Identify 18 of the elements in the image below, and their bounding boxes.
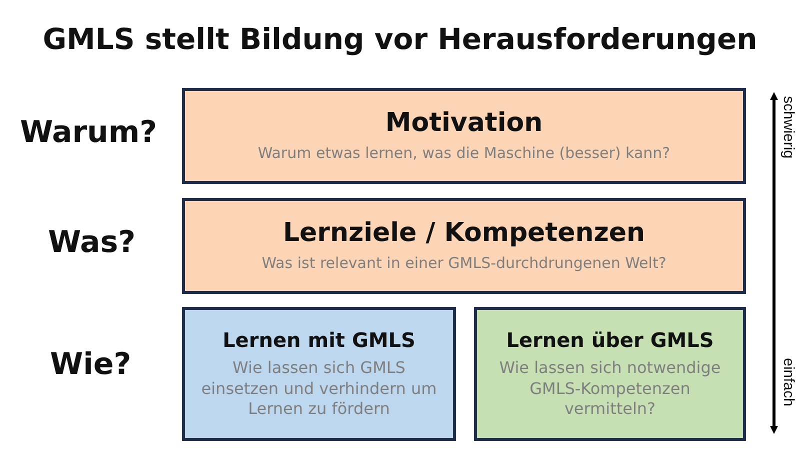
text-box [474, 307, 746, 441]
title: GMLS stellt Bildung vor Herausforderungen [42, 22, 758, 56]
box-description: Wie lassen sich notwendige GMLS-Kompetenzen vermitteln? [498, 358, 722, 420]
box-description: Was ist relevant in einer GMLS-durchdrungenen Welt? [262, 254, 666, 274]
scale-label: schwierig [780, 96, 797, 159]
box-heading: Lernen über GMLS [506, 328, 714, 352]
row-label: Warum? [20, 115, 158, 150]
box-description: Warum etwas lernen, was die Maschine (besser) kann? [258, 144, 670, 164]
box-heading: Lernen mit GMLS [222, 328, 416, 352]
row-label: Was? [48, 225, 136, 260]
box-heading: Motivation [385, 108, 543, 138]
scale-label: einfach [780, 358, 797, 406]
row-label: Wie? [50, 347, 132, 382]
box-heading: Lernziele / Kompetenzen [282, 218, 646, 248]
text-box [182, 88, 746, 184]
box-description: Wie lassen sich GMLS einsetzen und verhindern um Lernen zu fördern [200, 358, 438, 420]
text-box [182, 307, 456, 441]
text-box [182, 198, 746, 294]
